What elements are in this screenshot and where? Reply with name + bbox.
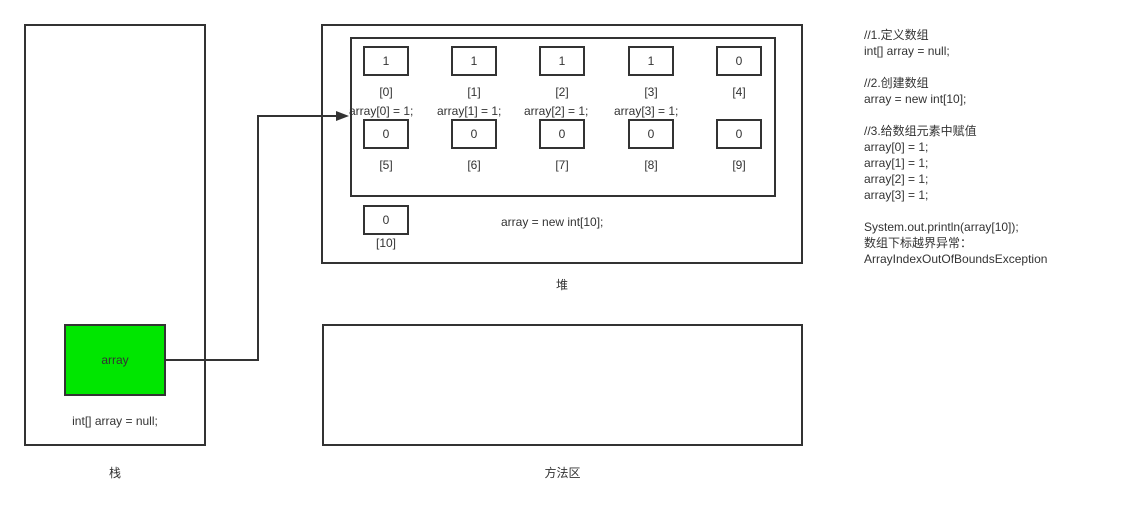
array-cell-9: 0 [716,119,762,149]
heap-allocation-text: array = new int[10]; [501,215,604,229]
cell-index-4: [4] [732,85,746,99]
cell-value: 0 [382,127,390,141]
cell-index-10: [10] [375,236,396,250]
code-line [864,107,1047,123]
cell-value: 0 [647,127,655,141]
cell-value: 0 [735,127,743,141]
cell-value: 1 [647,54,655,68]
code-line [864,203,1047,219]
array-variable-box[interactable]: array [64,324,166,396]
code-line: //1.定义数组 [864,28,929,42]
cell-value: 0 [735,54,743,68]
code-line: //2.创建数组 [864,76,929,90]
cell-index-3: [3] [644,85,658,99]
cell-value: 1 [470,54,478,68]
array-cell-8: 0 [628,119,674,149]
array-cell-3: 1 [628,46,674,76]
cell-index-0: [0] [379,85,393,99]
method-area-region [322,324,803,446]
code-line: ArrayIndexOutOfBoundsException [864,252,1048,266]
code-line: array[3] = 1; [864,188,929,202]
array-cell-0: 1 [363,46,409,76]
array-cell-5: 0 [363,119,409,149]
heap-label: 堆 [555,278,568,292]
cell-index-2: [2] [555,85,569,99]
cell-index-5: [5] [379,158,393,172]
cell-index-7: [7] [555,158,569,172]
code-line: //3.给数组元素中赋值 [864,124,977,138]
assignment-3: array[3] = 1; [614,104,679,118]
array-variable-label: array [101,353,129,367]
code-line: 数组下标越界异常： [864,236,973,250]
cell-value: 0 [382,213,390,227]
array-cell-6: 0 [451,119,497,149]
cell-value: 0 [470,127,478,141]
code-line: array[2] = 1; [864,172,929,186]
cell-value: 1 [382,54,390,68]
method-area-label: 方法区 [544,466,581,480]
cell-value: 0 [558,127,566,141]
cell-index-9: [9] [732,158,746,172]
cell-value: 1 [558,54,566,68]
cell-index-8: [8] [644,158,658,172]
cell-index-6: [6] [467,158,481,172]
code-line: array = new int[10]; [864,92,967,106]
array-cell-7: 0 [539,119,585,149]
array-cell-10: 0 [363,205,409,235]
code-line: System.out.println(array[10]); [864,220,1019,234]
code-line: array[1] = 1; [864,156,929,170]
code-line [864,59,1047,75]
code-line: array[0] = 1; [864,140,929,154]
stack-declaration: int[] array = null; [72,414,158,428]
cell-index-1: [1] [467,85,481,99]
assignment-0: array[0] = 1; [349,104,414,118]
array-cell-2: 1 [539,46,585,76]
assignment-1: array[1] = 1; [437,104,502,118]
assignment-2: array[2] = 1; [524,104,589,118]
stack-label: 栈 [108,466,121,480]
code-line: int[] array = null; [864,44,950,58]
code-notes: //1.定义数组 int[] array = null; //2.创建数组 ar… [864,27,1047,267]
array-cell-1: 1 [451,46,497,76]
array-cell-4: 0 [716,46,762,76]
